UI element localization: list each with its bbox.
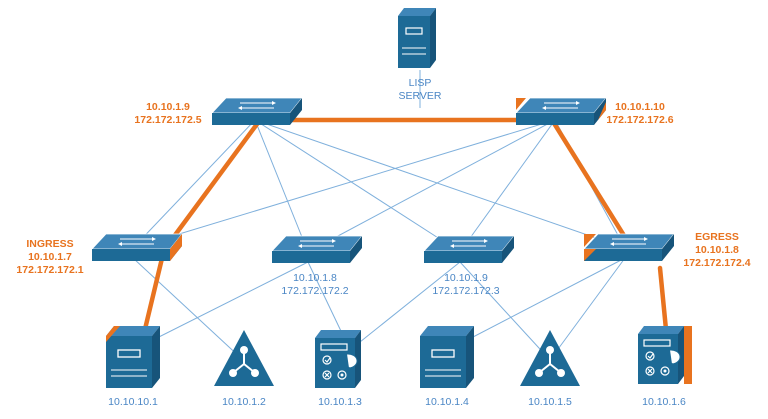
link-spine-left-leaf-ingress xyxy=(132,119,256,249)
link-mid2-ep3 xyxy=(349,261,461,351)
path-ingress-spine-left xyxy=(161,117,263,253)
link-egress-ep5 xyxy=(549,257,626,361)
link-spine-left-leaf-mid1 xyxy=(254,119,309,253)
link-mid2-ep5 xyxy=(459,261,551,361)
leaf-egress-label: EGRESS 10.10.1.8 172.172.172.4 xyxy=(683,231,751,269)
path-spine-right-egress xyxy=(549,117,631,245)
spine-switch-right-icon xyxy=(515,97,607,126)
link-ingress-ep2 xyxy=(132,257,244,361)
endpoint-3-appliance-icon xyxy=(314,329,362,389)
leaf-mid2-label: 10.10.1.9 172.172.172.3 xyxy=(432,272,500,297)
leaf-switch-ingress-icon xyxy=(91,233,183,262)
endpoint-6-appliance-icon xyxy=(637,325,692,385)
mesh-links xyxy=(132,70,626,361)
endpoint-5-label: 10.10.1.5 xyxy=(528,396,572,408)
endpoint-4-label: 10.10.1.4 xyxy=(425,396,469,408)
link-egress-ep4 xyxy=(447,257,626,351)
link-spine-right-leaf-mid2 xyxy=(459,119,556,253)
leaf-switch-egress-icon xyxy=(583,233,675,262)
link-spine-right-leaf-mid1 xyxy=(307,119,556,253)
leaf-switch-mid1-icon xyxy=(271,235,363,264)
endpoint-1-server-icon xyxy=(105,325,161,389)
spine-switch-left-icon xyxy=(211,97,303,126)
endpoint-1-label: 10.10.10.1 xyxy=(108,396,158,408)
leaf-switch-mid2-icon xyxy=(423,235,515,264)
link-spine-left-leaf-mid2 xyxy=(254,119,461,253)
leaf-ingress-label: INGRESS 10.10.1.7 172.172.172.1 xyxy=(16,238,84,276)
lisp-server-label: LISP SERVER xyxy=(398,77,442,102)
endpoint-4-server-icon xyxy=(419,325,475,389)
leaf-mid1-label: 10.10.1.8 172.172.172.2 xyxy=(281,272,349,297)
endpoint-3-label: 10.10.1.3 xyxy=(318,396,362,408)
link-mid1-ep1 xyxy=(132,261,309,351)
lisp-server-icon xyxy=(398,8,436,68)
link-spine-left-leaf-egress xyxy=(254,119,626,249)
spine-left-label: 10.10.1.9 172.172.172.5 xyxy=(134,101,202,126)
endpoint-2-hub-icon xyxy=(213,329,275,387)
endpoint-5-hub-icon xyxy=(519,329,581,387)
endpoint-2-label: 10.10.1.2 xyxy=(222,396,266,408)
spine-right-label: 10.10.1.10 172.172.172.6 xyxy=(606,101,674,126)
link-spine-right-leaf-ingress xyxy=(132,119,556,249)
endpoint-6-label: 10.10.1.6 xyxy=(642,396,686,408)
